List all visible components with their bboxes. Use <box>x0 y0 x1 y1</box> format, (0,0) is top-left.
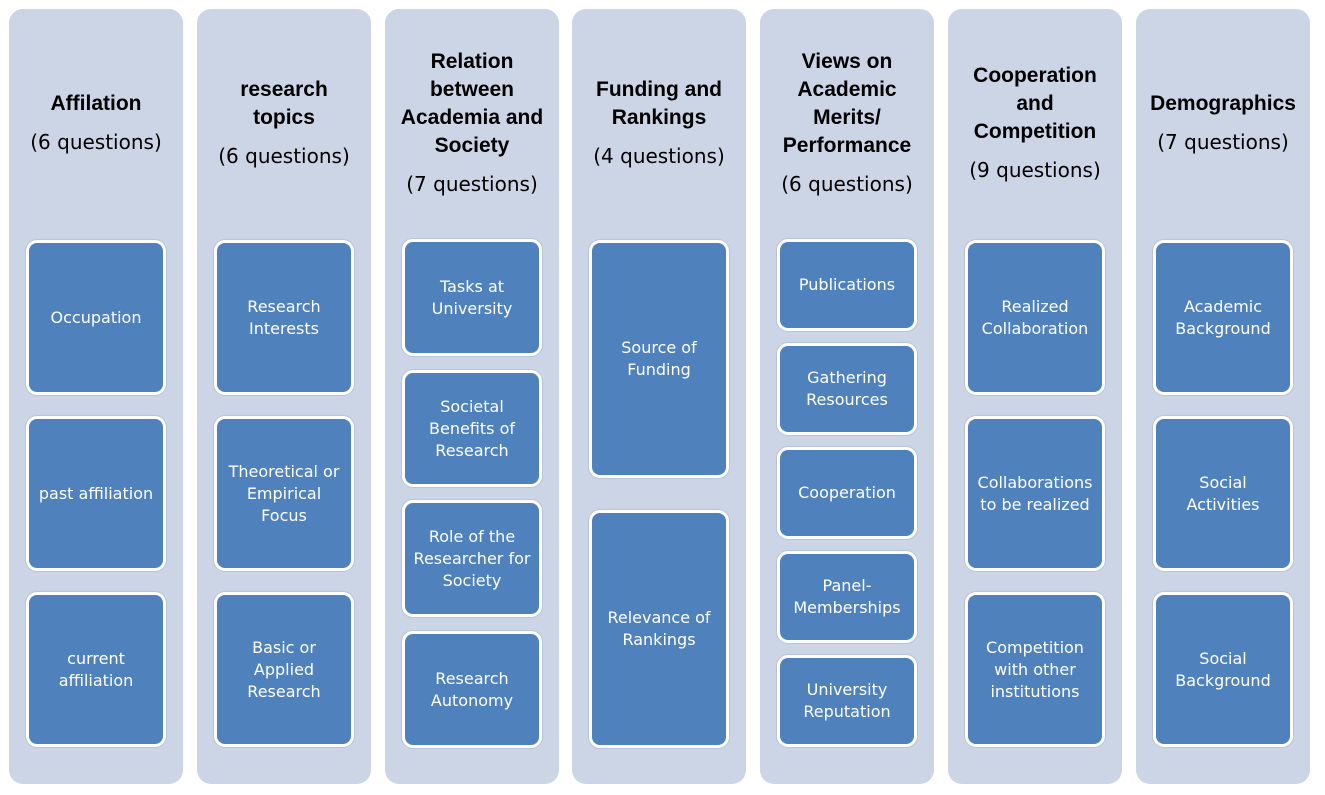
item-gathering-resources: Gathering Resources <box>777 343 917 435</box>
column-title: Affilation <box>50 92 142 115</box>
column-header: research topics (6 questions) <box>197 9 371 237</box>
column-title: Demographics <box>1150 92 1296 115</box>
question-count: (7 questions) <box>1157 130 1289 154</box>
column-title: Cooperation and Competition <box>973 64 1097 143</box>
column-relation-academia-society: Relation between Academia and Society (7… <box>385 9 559 784</box>
column-header: Funding and Rankings (4 questions) <box>572 9 746 237</box>
column-header: Relation between Academia and Society (7… <box>385 9 559 237</box>
item-research-interests: Research Interests <box>214 240 354 395</box>
question-count: (6 questions) <box>218 144 350 168</box>
question-count: (6 questions) <box>781 172 913 196</box>
item-relevance-of-rankings: Relevance of Rankings <box>589 510 729 748</box>
item-publications: Publications <box>777 239 917 331</box>
question-count: (4 questions) <box>593 144 725 168</box>
item-research-autonomy: Research Autonomy <box>402 631 542 748</box>
question-count: (6 questions) <box>30 130 162 154</box>
column-views-academic-merits: Views on Academic Merits/ Performance (6… <box>760 9 934 784</box>
item-competition-with-other-institutions: Competition with other institutions <box>965 592 1105 747</box>
item-realized-collaboration: Realized Collaboration <box>965 240 1105 395</box>
item-occupation: Occupation <box>26 240 166 395</box>
item-theoretical-or-empirical-focus: Theoretical or Empirical Focus <box>214 416 354 571</box>
column-title: Views on Academic Merits/ Performance <box>782 50 912 157</box>
item-academic-background: Academic Background <box>1153 240 1293 395</box>
item-past-affiliation: past affiliation <box>26 416 166 571</box>
item-societal-benefits-of-research: Societal Benefits of Research <box>402 370 542 487</box>
question-count: (7 questions) <box>406 172 538 196</box>
column-title: Relation between Academia and Society <box>400 50 544 157</box>
column-header: Demographics (7 questions) <box>1136 9 1310 237</box>
item-panel-memberships: Panel-Memberships <box>777 551 917 643</box>
item-collaborations-to-be-realized: Collaborations to be realized <box>965 416 1105 571</box>
item-social-background: Social Background <box>1153 592 1293 747</box>
question-count: (9 questions) <box>969 158 1101 182</box>
column-header: Views on Academic Merits/ Performance (6… <box>760 9 934 237</box>
column-title: Funding and Rankings <box>596 78 722 129</box>
item-university-reputation: University Reputation <box>777 655 917 747</box>
column-title: research topics <box>240 78 328 129</box>
item-source-of-funding: Source of Funding <box>589 240 729 478</box>
column-demographics: Demographics (7 questions) Academic Back… <box>1136 9 1310 784</box>
column-header: Affilation (6 questions) <box>9 9 183 237</box>
item-cooperation: Cooperation <box>777 447 917 539</box>
column-funding-rankings: Funding and Rankings (4 questions) Sourc… <box>572 9 746 784</box>
column-affilation: Affilation (6 questions) Occupation past… <box>9 9 183 784</box>
item-basic-or-applied-research: Basic or Applied Research <box>214 592 354 747</box>
item-tasks-at-university: Tasks at University <box>402 239 542 356</box>
column-cooperation-competition: Cooperation and Competition (9 questions… <box>948 9 1122 784</box>
item-current-affiliation: current affiliation <box>26 592 166 747</box>
item-social-activities: Social Activities <box>1153 416 1293 571</box>
item-role-of-researcher: Role of the Researcher for Society <box>402 500 542 617</box>
column-research-topics: research topics (6 questions) Research I… <box>197 9 371 784</box>
column-header: Cooperation and Competition (9 questions… <box>948 9 1122 237</box>
